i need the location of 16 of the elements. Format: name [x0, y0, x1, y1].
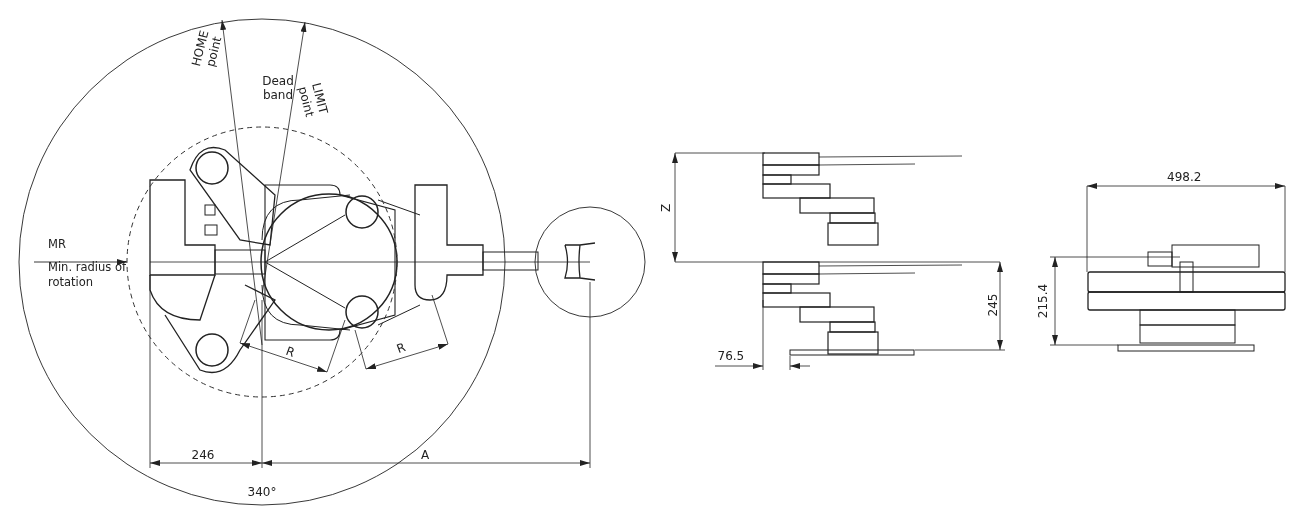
annotation-text: Dead band — [261, 74, 295, 102]
dimension-value: R — [394, 340, 408, 356]
dimension-value: 498.2 — [1167, 170, 1202, 184]
annotation-text: HOME point — [188, 27, 226, 71]
dimension-value: 245 — [985, 293, 1000, 317]
dimension-value: 215.4 — [1036, 283, 1051, 319]
annotation-text: LIMIT point — [294, 80, 332, 121]
dimension-value: Z — [659, 203, 674, 213]
min-radius-circle — [127, 127, 397, 397]
dimension-value: 76.5 — [717, 349, 745, 363]
annotation-text: Min. radius of rotation — [48, 260, 126, 290]
symbol-label: MR — [48, 237, 67, 252]
dimension-value: 246 — [191, 448, 215, 462]
dimension-value: 340° — [247, 485, 277, 499]
dimension-value: A — [421, 448, 430, 462]
dimension-value: R — [283, 344, 297, 360]
